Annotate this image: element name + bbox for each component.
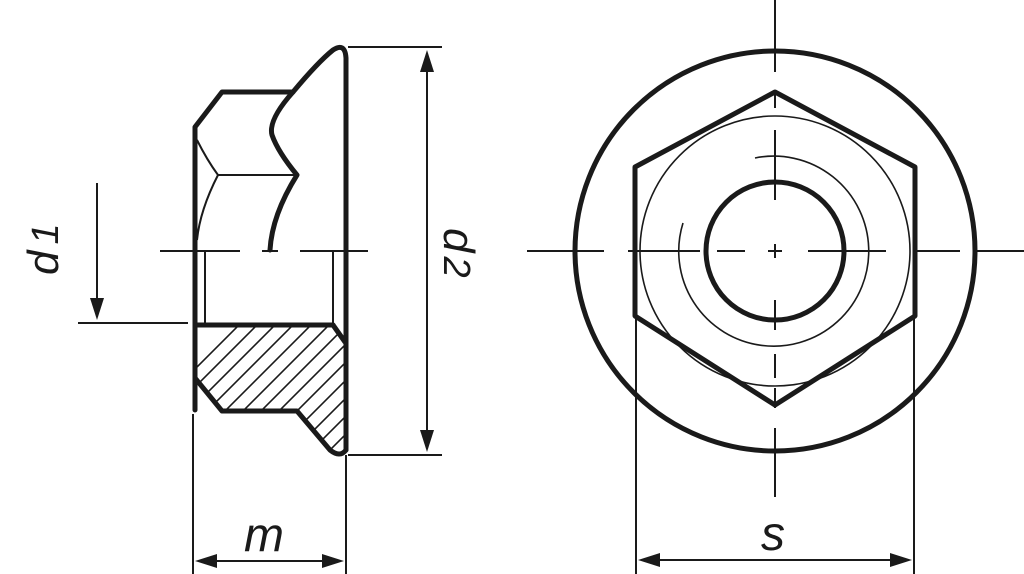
s-label: s <box>761 508 785 561</box>
d2-label: d2 <box>434 228 483 278</box>
s-dimension: s <box>635 313 915 574</box>
d2-dimension: d2 <box>348 46 483 456</box>
m-label: m <box>244 509 284 562</box>
front-view <box>527 0 1024 497</box>
side-outline-upper <box>192 89 300 413</box>
d1-dimension: d1 <box>19 183 188 324</box>
m-dimension: m <box>192 414 347 574</box>
thread-arc <box>678 155 870 347</box>
side-view <box>160 44 368 457</box>
section-outline <box>192 322 349 457</box>
section-hatching <box>197 325 345 455</box>
hex-chamfer-curve <box>196 139 220 241</box>
flange-upper-curve <box>290 44 349 453</box>
d1-label: d1 <box>19 223 68 275</box>
